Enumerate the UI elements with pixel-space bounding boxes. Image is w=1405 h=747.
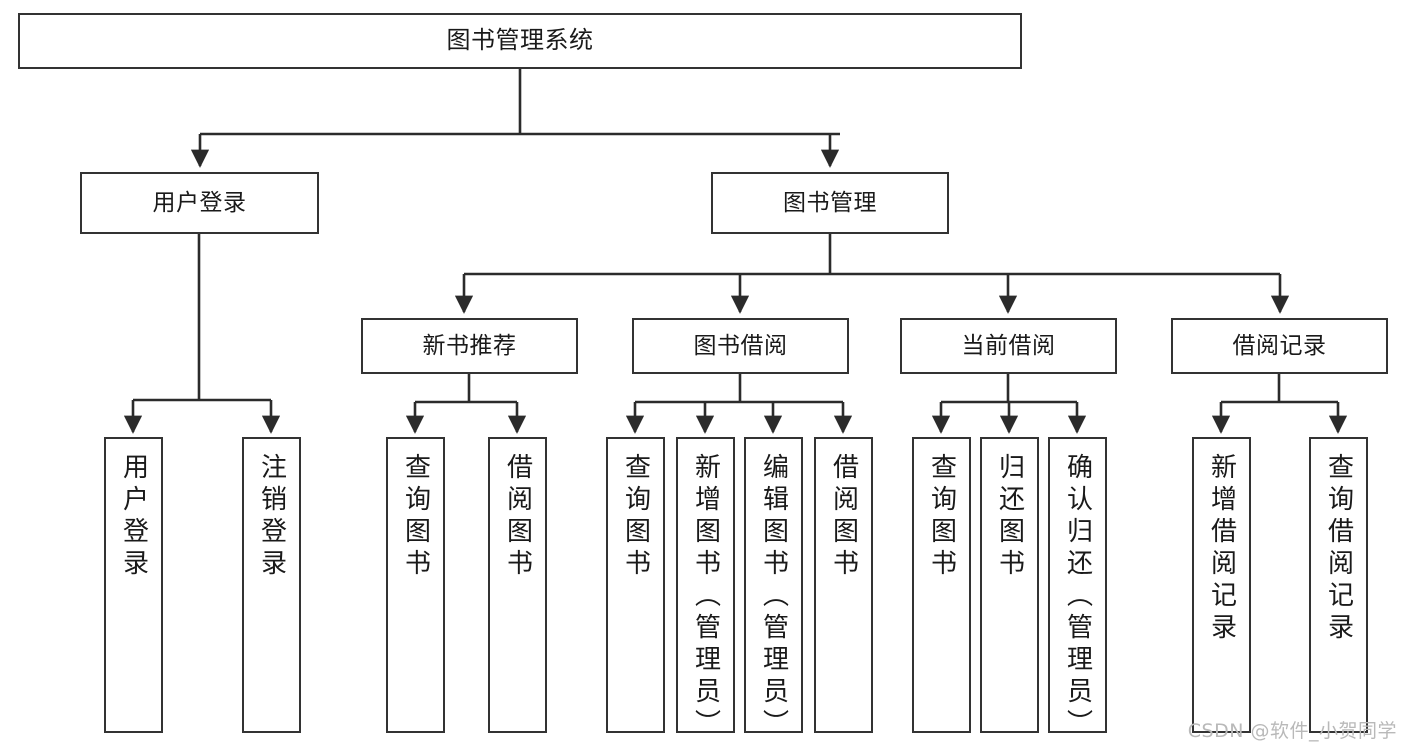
- leaf-query-borrow-record[interactable]: 查询借阅记录: [1309, 437, 1368, 733]
- leaf-user-login-label: 用户登录: [118, 453, 149, 581]
- leaf-edit-book-admin-label: 编辑图书（管理员）: [758, 453, 789, 741]
- node-book-borrow-label: 图书借阅: [693, 332, 788, 359]
- leaf-borrow-book[interactable]: 借阅图书: [814, 437, 873, 733]
- leaf-borrow-book-recommend[interactable]: 借阅图书: [488, 437, 547, 733]
- leaf-add-borrow-record[interactable]: 新增借阅记录: [1192, 437, 1251, 733]
- leaf-borrow-book-label: 借阅图书: [828, 453, 859, 581]
- node-borrow-record[interactable]: 借阅记录: [1171, 318, 1388, 374]
- node-current-borrow-label: 当前借阅: [961, 332, 1056, 359]
- leaf-query-book-current-label: 查询图书: [926, 453, 957, 581]
- leaf-query-book-borrow-label: 查询图书: [620, 453, 651, 581]
- node-user-login[interactable]: 用户登录: [80, 172, 319, 234]
- leaf-add-book-admin-label: 新增图书（管理员）: [690, 453, 721, 741]
- node-user-login-label: 用户登录: [152, 189, 247, 216]
- node-borrow-record-label: 借阅记录: [1232, 332, 1327, 359]
- leaf-add-borrow-record-label: 新增借阅记录: [1206, 453, 1237, 645]
- leaf-user-login[interactable]: 用户登录: [104, 437, 163, 733]
- node-root[interactable]: 图书管理系统: [18, 13, 1022, 69]
- leaf-query-book-recommend-label: 查询图书: [400, 453, 431, 581]
- leaf-confirm-return-admin-label: 确认归还（管理员）: [1062, 453, 1093, 741]
- node-book-management[interactable]: 图书管理: [711, 172, 949, 234]
- leaf-query-book-recommend[interactable]: 查询图书: [386, 437, 445, 733]
- node-new-book-recommend[interactable]: 新书推荐: [361, 318, 578, 374]
- node-book-management-label: 图书管理: [783, 189, 877, 216]
- leaf-edit-book-admin[interactable]: 编辑图书（管理员）: [744, 437, 803, 741]
- node-root-label: 图书管理系统: [446, 26, 594, 55]
- leaf-user-logout-label: 注销登录: [256, 453, 287, 581]
- node-current-borrow[interactable]: 当前借阅: [900, 318, 1117, 374]
- leaf-add-book-admin[interactable]: 新增图书（管理员）: [676, 437, 735, 741]
- leaf-query-book-current[interactable]: 查询图书: [912, 437, 971, 733]
- leaf-borrow-book-recommend-label: 借阅图书: [502, 453, 533, 581]
- leaf-confirm-return-admin[interactable]: 确认归还（管理员）: [1048, 437, 1107, 741]
- leaf-return-book[interactable]: 归还图书: [980, 437, 1039, 733]
- node-book-borrow[interactable]: 图书借阅: [632, 318, 849, 374]
- leaf-user-logout[interactable]: 注销登录: [242, 437, 301, 733]
- node-new-book-recommend-label: 新书推荐: [422, 332, 517, 359]
- leaf-query-borrow-record-label: 查询借阅记录: [1323, 453, 1354, 645]
- leaf-return-book-label: 归还图书: [994, 453, 1025, 581]
- watermark: CSDN @软件_小贺同学: [1187, 720, 1397, 742]
- leaf-query-book-borrow[interactable]: 查询图书: [606, 437, 665, 733]
